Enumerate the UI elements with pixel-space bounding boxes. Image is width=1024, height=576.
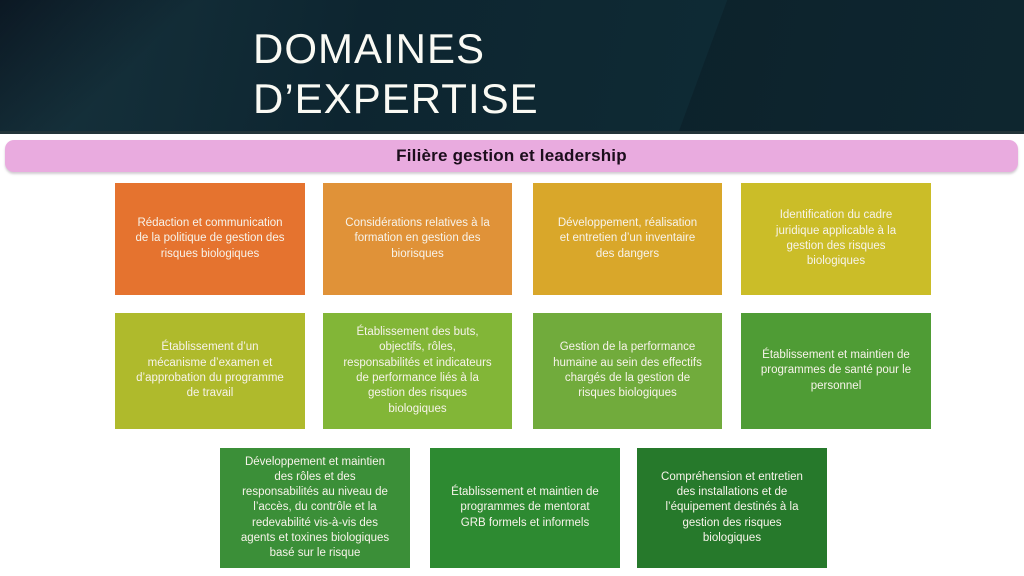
expertise-tile-inventaire-dangers: Développement, réalisation et entretien … (533, 183, 722, 295)
header-band: DOMAINES D’EXPERTISE (0, 0, 1024, 134)
expertise-tile-mecanisme-examen: Établissement d’un mécanisme d’examen et… (115, 313, 305, 429)
filiere-banner: Filière gestion et leadership (5, 140, 1018, 172)
page-title: DOMAINES D’EXPERTISE (253, 24, 539, 124)
expertise-tile-installations-equipement: Compréhension et entretien des installat… (637, 448, 827, 568)
expertise-tile-formation-biorisques: Considérations relatives à la formation … (323, 183, 512, 295)
expertise-tile-buts-objectifs: Établissement des buts, objectifs, rôles… (323, 313, 512, 429)
page-title-line1: DOMAINES (253, 25, 486, 72)
expertise-tile-redaction-politique: Rédaction et communication de la politiq… (115, 183, 305, 295)
expertise-tile-programmes-sante: Établissement et maintien de programmes … (741, 313, 931, 429)
page-title-line2: D’EXPERTISE (253, 75, 539, 122)
expertise-tile-cadre-juridique: Identification du cadre juridique applic… (741, 183, 931, 295)
expertise-tile-performance-humaine: Gestion de la performance humaine au sei… (533, 313, 722, 429)
filiere-banner-label: Filière gestion et leadership (396, 146, 627, 165)
expertise-tile-roles-responsabilites: Développement et maintien des rôles et d… (220, 448, 410, 568)
header-shade-left (0, 0, 230, 131)
expertise-tile-mentorat-grb: Établissement et maintien de programmes … (430, 448, 620, 568)
header-shade-right (679, 0, 1024, 131)
